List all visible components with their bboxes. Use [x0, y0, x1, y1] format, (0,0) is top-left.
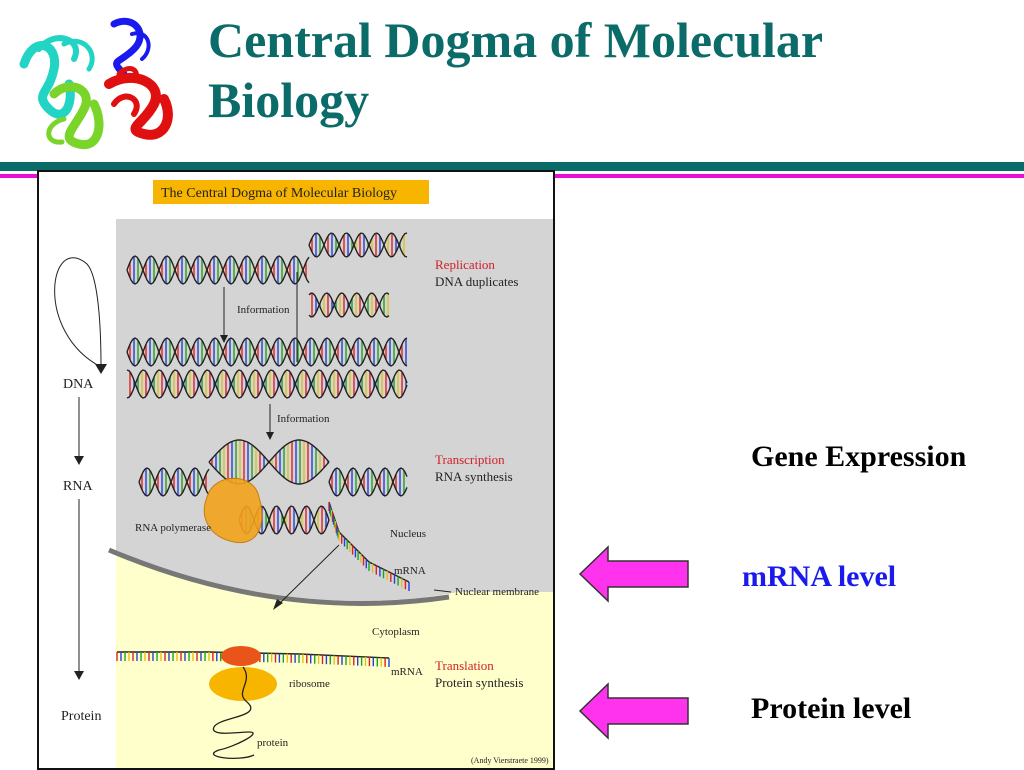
- mrna-strand-exit: [328, 501, 410, 591]
- protein-chain: [212, 666, 255, 760]
- replication-label: Replication: [435, 257, 495, 272]
- central-dogma-figure: The Central Dogma of Molecular Biology D…: [37, 170, 555, 770]
- protein-level-arrow-icon: [578, 682, 689, 740]
- ribosome-large-subunit: [209, 667, 277, 701]
- mrna-label-2: mRNA: [391, 666, 423, 678]
- rna-polymerase-label: RNA polymerase: [135, 522, 211, 534]
- mrna-level-arrow-icon: [578, 545, 689, 603]
- mrna-label-1: mRNA: [394, 565, 426, 577]
- cytoplasm-label: Cytoplasm: [372, 626, 420, 638]
- credit-label: (Andy Vierstraete 1999): [471, 756, 549, 765]
- protein-level-label: Protein level: [751, 692, 912, 725]
- transcription-label: Transcription: [435, 452, 505, 467]
- nucleus-region: [116, 219, 553, 639]
- protein-chain-label: protein: [257, 737, 289, 749]
- flow-rna: RNA: [63, 479, 93, 494]
- information-label-2: Information: [277, 413, 330, 425]
- information-label-1: Information: [237, 304, 290, 316]
- rna-synthesis-label: RNA synthesis: [435, 469, 513, 484]
- protein-synthesis-label: Protein synthesis: [435, 675, 523, 690]
- nucleus-label: Nucleus: [390, 528, 426, 540]
- export-arrow: [278, 544, 340, 605]
- title-line-1: Central Dogma of Molecular: [208, 12, 824, 68]
- title-line-2: Biology: [208, 72, 370, 128]
- flow-dna: DNA: [63, 377, 94, 392]
- dna-helices: [126, 232, 408, 535]
- ribosome-label: ribosome: [289, 678, 330, 690]
- protein-structure-logo: [19, 17, 173, 150]
- figure-banner-text: The Central Dogma of Molecular Biology: [161, 186, 397, 201]
- ribosome-small-subunit: [221, 646, 261, 666]
- nuclear-membrane-line: [108, 547, 450, 606]
- slide-title: Central Dogma of Molecular Biology: [208, 10, 1008, 130]
- mrna-level-label: mRNA level: [742, 560, 897, 593]
- rna-polymerase-blob: [203, 477, 263, 544]
- translation-label: Translation: [435, 658, 494, 673]
- gene-expression-label: Gene Expression: [751, 440, 967, 473]
- figure-banner: [153, 180, 429, 204]
- replication-loop-arrow: [54, 257, 102, 368]
- flow-protein: Protein: [61, 709, 101, 724]
- dna-duplicates-label: DNA duplicates: [435, 274, 518, 289]
- nuclear-membrane-label: Nuclear membrane: [455, 586, 539, 598]
